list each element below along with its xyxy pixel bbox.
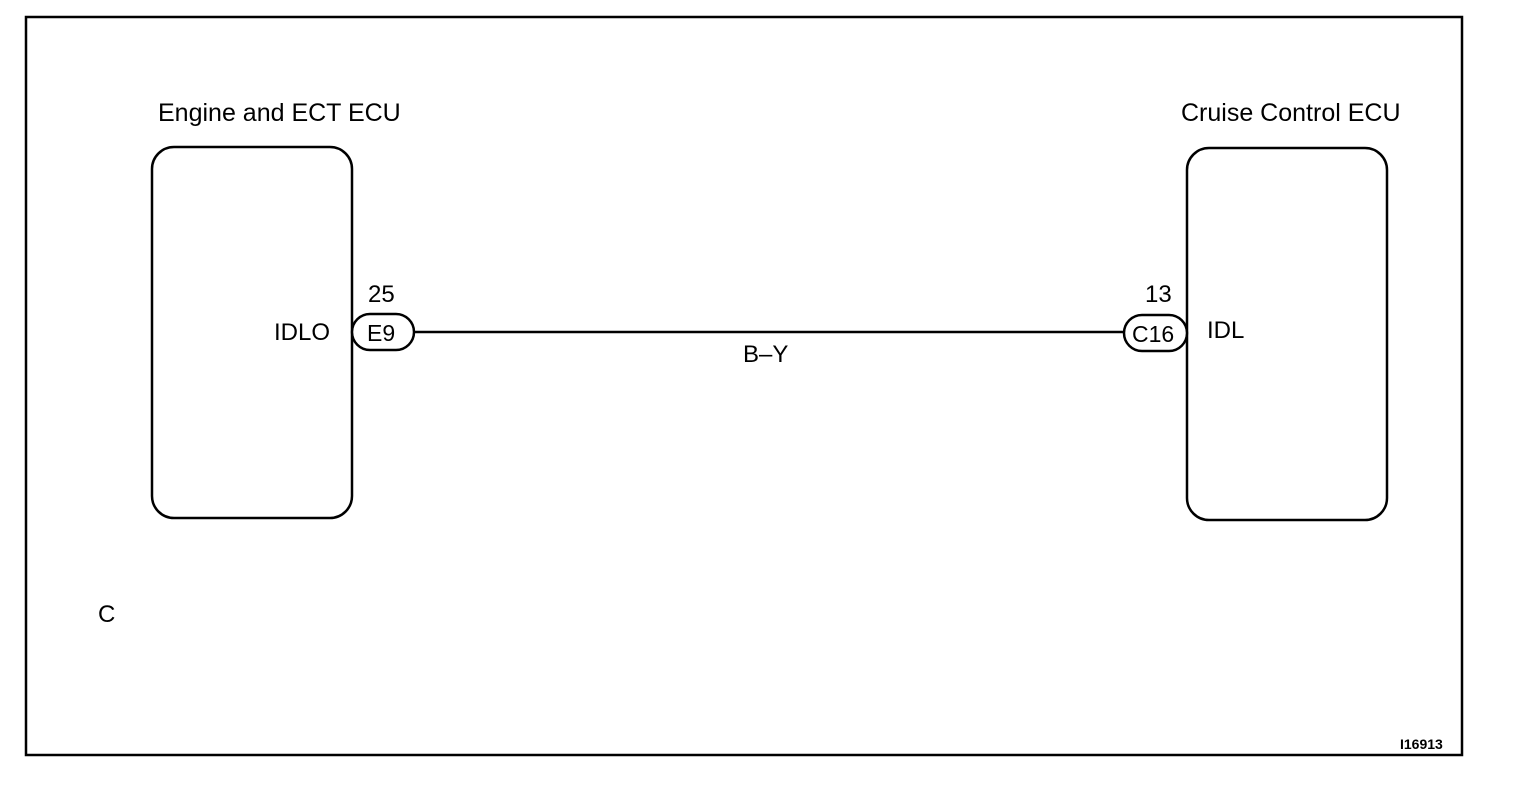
left-ecu-title: Engine and ECT ECU — [158, 99, 401, 127]
right-pin-number: 13 — [1145, 281, 1172, 308]
wire-color-code: B–Y — [743, 341, 788, 368]
figure-id: I16913 — [1400, 736, 1443, 752]
left-terminal-label: IDLO — [274, 319, 330, 346]
right-connector-shape — [1122, 313, 1189, 353]
right-terminal-label: IDL — [1207, 317, 1244, 344]
corner-label: C — [98, 601, 115, 628]
right-connector-label: C16 — [1132, 321, 1174, 347]
diagram-frame — [24, 15, 1464, 757]
left-connector-label: E9 — [367, 320, 395, 346]
right-ecu-title: Cruise Control ECU — [1181, 99, 1401, 127]
left-pin-number: 25 — [368, 281, 395, 308]
